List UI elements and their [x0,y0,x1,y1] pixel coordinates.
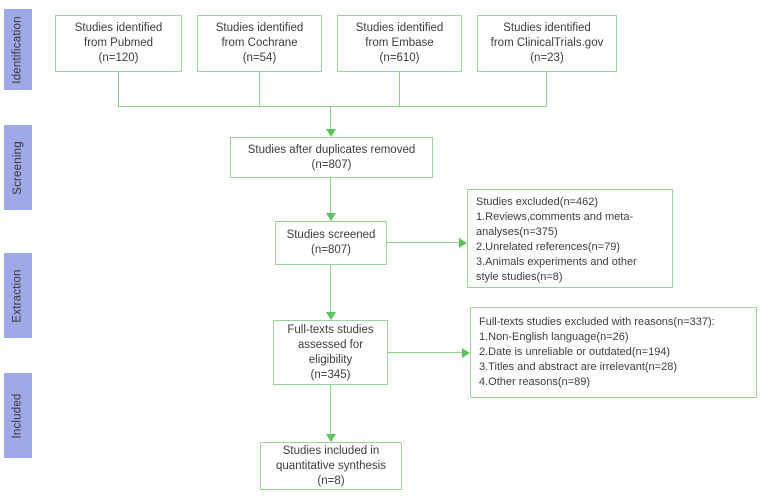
stage-label: Screening [12,140,24,195]
box-line: Studies identified [74,22,163,34]
stage-bar-identification: Identification [4,9,32,90]
box-line: 2.Date is unreliable or outdated(n=194) [479,346,671,358]
box-line: from Embase [365,37,434,49]
box-line: quantitative synthesis [276,459,386,472]
stage-label: Included [12,392,24,439]
box-line: 2.Unrelated references(n=79) [476,241,620,253]
connector-line [399,72,400,106]
box-line: 3.Titles and abstract are irrelevant(n=2… [479,361,677,373]
stage-bar-extraction: Extraction [4,253,32,338]
box-line: Studies screened [286,229,376,241]
box-line: Full-texts studies excluded with reasons… [479,316,715,328]
box-line: analyses(n=375) [476,226,558,238]
box-line: Studies included in [282,444,380,457]
source-box-embase: Studies identified from Embase (n=610) [337,15,462,72]
box-line: Studies excluded(n=462) [476,196,598,208]
source-box-clinicaltrials: Studies identified from ClinicalTrials.g… [477,15,617,72]
arrowhead-down-icon [326,312,336,320]
box-line: (n=610) [379,52,420,64]
connector-line [259,72,260,106]
included-box: Studies included in quantitative synthes… [260,442,402,490]
box-line: (n=807) [311,244,351,256]
stage-bar-included: Included [4,373,32,458]
box-line: (n=807) [311,158,352,171]
box-line: 1.Reviews,comments and meta- [476,211,634,223]
dedup-box: Studies after duplicates removed (n=807) [230,137,433,178]
source-box-cochrane: Studies identified from Cochrane (n=54) [197,15,322,72]
arrowhead-down-icon [326,434,336,442]
box-line: eligibility [308,353,353,366]
box-line: Studies identified [215,22,304,34]
box-line: (n=345) [310,368,351,381]
box-line: 4.Other reasons(n=89) [479,376,590,388]
connector-line [387,242,459,243]
box-line: assessed for [297,338,364,351]
stage-label: Identification [12,15,24,84]
stage-bar-screening: Screening [4,125,32,210]
box-line: from ClinicalTrials.gov [490,37,604,49]
box-line: Studies identified [503,22,591,34]
arrowhead-right-icon [459,238,467,248]
stage-label: Extraction [12,268,25,323]
arrowhead-down-icon [326,213,336,221]
screened-box: Studies screened (n=807) [275,221,387,265]
screened-excluded-box: Studies excluded(n=462) 1.Reviews,commen… [467,189,673,288]
box-line: from Cochrane [221,37,298,49]
box-line: 3.Animals experiments and other [476,256,637,268]
box-line: (n=120) [98,52,139,64]
connector-line [330,385,331,435]
connector-line [330,106,331,130]
connector-line [546,72,547,106]
box-line: (n=8) [317,474,345,487]
box-line: Studies after duplicates removed [247,143,416,156]
box-line: (n=54) [242,52,277,64]
connector-line [388,352,462,353]
arrowhead-right-icon [462,348,470,358]
fulltext-excluded-box: Full-texts studies excluded with reasons… [470,307,757,398]
box-line: (n=23) [530,52,564,64]
merge-line [118,106,547,107]
box-line: from Pubmed [83,37,154,49]
box-line: style studies(n=8) [476,271,563,283]
arrowhead-down-icon [326,129,336,137]
box-line: 1.Non-English language(n=26) [479,331,629,343]
source-box-pubmed: Studies identified from Pubmed (n=120) [55,15,182,72]
connector-line [330,178,331,214]
connector-line [118,72,119,106]
box-line: Studies identified [355,22,444,34]
box-line: Full-texts studies [287,323,374,336]
connector-line [330,265,331,313]
fulltext-box: Full-texts studies assessed for eligibil… [273,320,388,385]
